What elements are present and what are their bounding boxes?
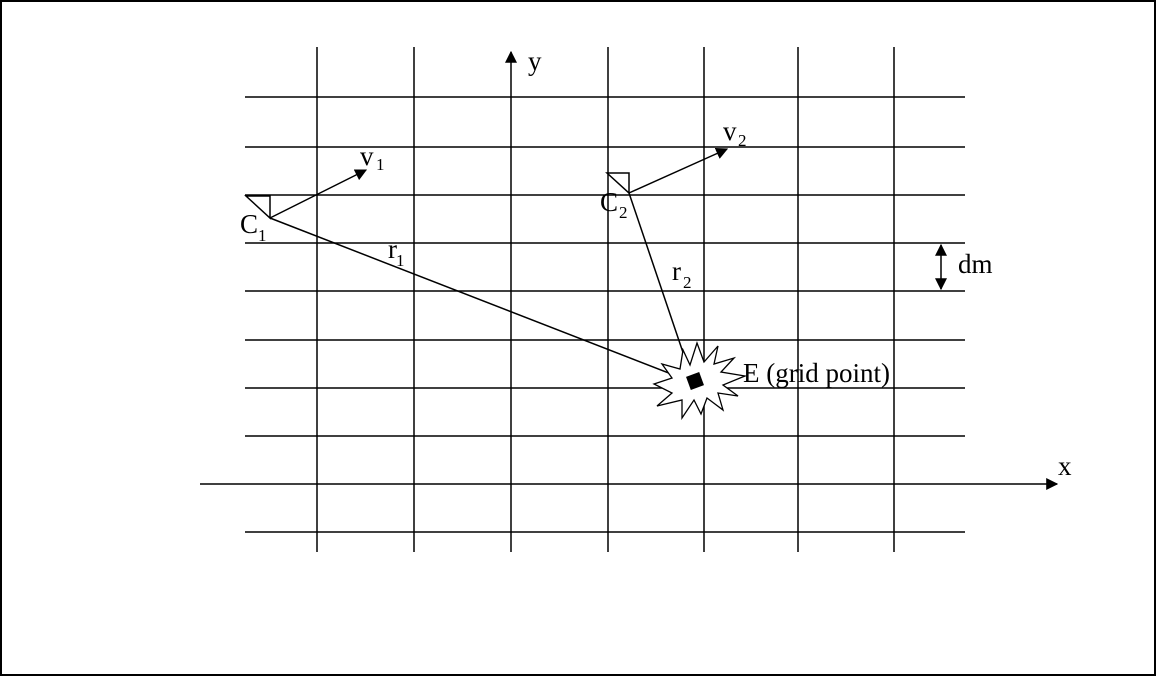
v2-label: v bbox=[723, 116, 737, 146]
c2-subscript: 2 bbox=[619, 203, 628, 222]
grid-point-marker bbox=[686, 372, 704, 390]
v1-label: v bbox=[360, 141, 374, 171]
r1-line bbox=[269, 217, 698, 385]
c1-label: C bbox=[240, 209, 258, 239]
v1-vector bbox=[269, 169, 368, 219]
x-axis-label: x bbox=[1058, 451, 1072, 481]
r2-label: r bbox=[672, 256, 681, 286]
c1-subscript: 1 bbox=[258, 226, 267, 245]
v2-vector bbox=[628, 147, 729, 194]
y-axis-label: y bbox=[528, 46, 542, 76]
v2-subscript: 2 bbox=[738, 131, 747, 150]
r1-subscript: 1 bbox=[396, 251, 405, 270]
c2-label: C bbox=[600, 187, 618, 217]
c2-marker bbox=[605, 172, 630, 195]
horizontal-grid-lines bbox=[245, 96, 965, 533]
r2-subscript: 2 bbox=[683, 273, 692, 292]
grid-point-label: E (grid point) bbox=[743, 358, 890, 388]
vertical-grid-lines bbox=[316, 47, 895, 552]
r1-label: r bbox=[388, 234, 397, 264]
c1-marker bbox=[244, 195, 271, 220]
dm-label: dm bbox=[958, 249, 993, 279]
v1-subscript: 1 bbox=[376, 155, 385, 174]
